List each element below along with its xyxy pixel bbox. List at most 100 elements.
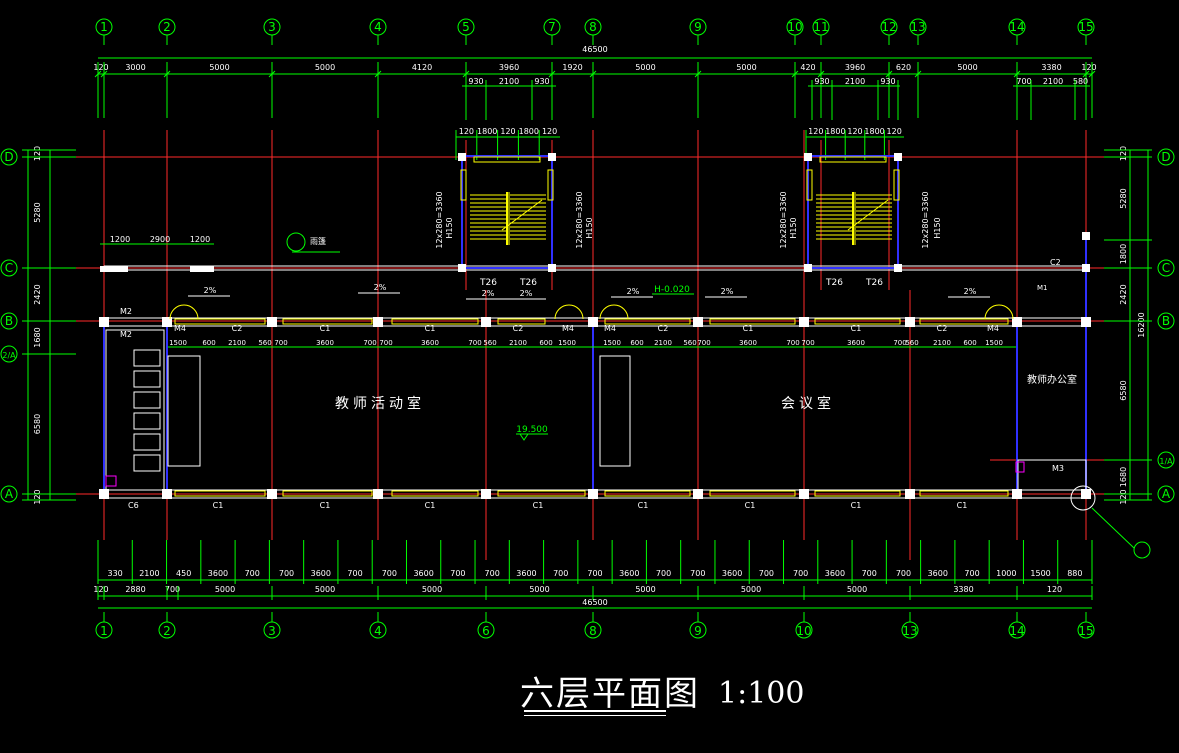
slope-label: 2% (374, 283, 387, 292)
door-swing (183, 304, 199, 320)
dim-text-corridor: 2100 (228, 339, 246, 347)
dim-text-bottom: 3600 (619, 569, 639, 578)
column (1082, 264, 1090, 272)
dim-text-corridor: 1500 (169, 339, 187, 347)
dim-slash (548, 70, 556, 78)
dim-text-bottom: 700 (382, 569, 397, 578)
window-tag: M4 (604, 324, 616, 333)
shaft (105, 475, 117, 487)
dim-slash (694, 70, 702, 78)
dim-text-corridor: 700 (379, 339, 392, 347)
column-A (693, 489, 703, 499)
dim-text-bottom: 5000 (215, 585, 235, 594)
stair-label: T26 (825, 278, 843, 288)
column-B (799, 317, 809, 327)
window-A (497, 490, 586, 497)
dim-text-window: 930 (534, 77, 549, 86)
column (1082, 232, 1090, 240)
slope-label: 2% (721, 287, 734, 296)
dim-text-stair: 1800 (477, 127, 497, 136)
window-tag: M4 (174, 324, 186, 333)
dim-text-bottom: 450 (176, 569, 191, 578)
dim-text-top: 5000 (635, 63, 655, 72)
column-A (162, 489, 172, 499)
dim-text-bottom: 5000 (635, 585, 655, 594)
dim-text-bottom: 5000 (422, 585, 442, 594)
detail-bubble (1133, 541, 1151, 559)
column (804, 264, 812, 272)
dim-text-left: 120 (33, 146, 42, 161)
axis-label-bottom: 1 (100, 624, 108, 638)
toilet-stall (133, 433, 161, 451)
dim-text-window: 700 (1016, 77, 1031, 86)
dim-text-bottom: 3380 (953, 585, 973, 594)
door-swing (984, 304, 1000, 320)
dim-text-window: 930 (468, 77, 483, 86)
dim-text-corridor: 3600 (421, 339, 439, 347)
counter (167, 355, 201, 467)
dim-text-stair: 120 (847, 127, 862, 136)
dim-text-top: 120 (1081, 63, 1096, 72)
dim-text-corridor: 560 (483, 339, 496, 347)
axis-label-right: A (1162, 487, 1171, 501)
window-tag: C1 (213, 501, 224, 510)
dim-text-bottom: 3600 (928, 569, 948, 578)
dim-text-bottom: 330 (107, 569, 122, 578)
column-B (693, 317, 703, 327)
window-A (814, 490, 901, 497)
window-B (497, 318, 546, 325)
dim-slash (374, 70, 382, 78)
dim-text-bottom: 700 (165, 585, 180, 594)
dim-text-corridor: 1500 (985, 339, 1003, 347)
dim-text-bottom: 1500 (1030, 569, 1050, 578)
dim-text-corridor: 560 (258, 339, 271, 347)
dim-text-corridor: 2100 (933, 339, 951, 347)
stair-arrow (847, 199, 889, 231)
axis-bubble-right (1157, 485, 1175, 503)
axis-label-bottom: 14 (1009, 624, 1024, 638)
window-B (814, 318, 901, 325)
dim-text-stair: 120 (542, 127, 557, 136)
dim-text-right: 5280 (1119, 188, 1128, 208)
room-name: 会议室 (781, 395, 835, 412)
window-B (919, 318, 1009, 325)
axis-bubble-left (0, 259, 18, 277)
column (548, 264, 556, 272)
column-B (1012, 317, 1022, 327)
dim-text-bottom: 700 (964, 569, 979, 578)
dim-text-corridor: 3600 (739, 339, 757, 347)
slope-label: 2% (520, 289, 533, 298)
detail-bubble (1070, 485, 1096, 511)
window-tag: M4 (987, 324, 999, 333)
dim-text-left: 5280 (33, 202, 42, 222)
elevation-label: 19.500 (516, 425, 548, 435)
dim-slash (462, 70, 470, 78)
window-A (282, 490, 373, 497)
axis-label-bottom: 9 (694, 624, 702, 638)
window-tag: C6 (128, 501, 139, 510)
dim-text-canopy: 1200 (110, 235, 130, 244)
toilet-stall (133, 412, 161, 430)
window-tag: C1 (638, 501, 649, 510)
toilet-stall (133, 391, 161, 409)
column-B (588, 317, 598, 327)
column (894, 264, 902, 272)
axis-label-left: C (5, 261, 13, 275)
axis-bubble-right (1157, 259, 1175, 277)
window-tag: C1 (425, 501, 436, 510)
dim-text-window: 2100 (845, 77, 865, 86)
axis-label-left: D (4, 150, 13, 164)
dim-text-bottom: 700 (587, 569, 602, 578)
elevation-label: H-0.020 (654, 285, 690, 295)
stair-arrow (501, 199, 543, 231)
dim-text-top: 3380 (1041, 63, 1061, 72)
window-tag: C2 (1050, 258, 1061, 267)
dim-text-bottom: 700 (759, 569, 774, 578)
column-A (267, 489, 277, 499)
dim-text-bottom: 3600 (825, 569, 845, 578)
stairwell (461, 155, 553, 269)
dim-text-bottom: 5000 (741, 585, 761, 594)
axis-label-top: 12 (881, 20, 896, 34)
door-swing (998, 304, 1014, 320)
window-B (282, 318, 373, 325)
